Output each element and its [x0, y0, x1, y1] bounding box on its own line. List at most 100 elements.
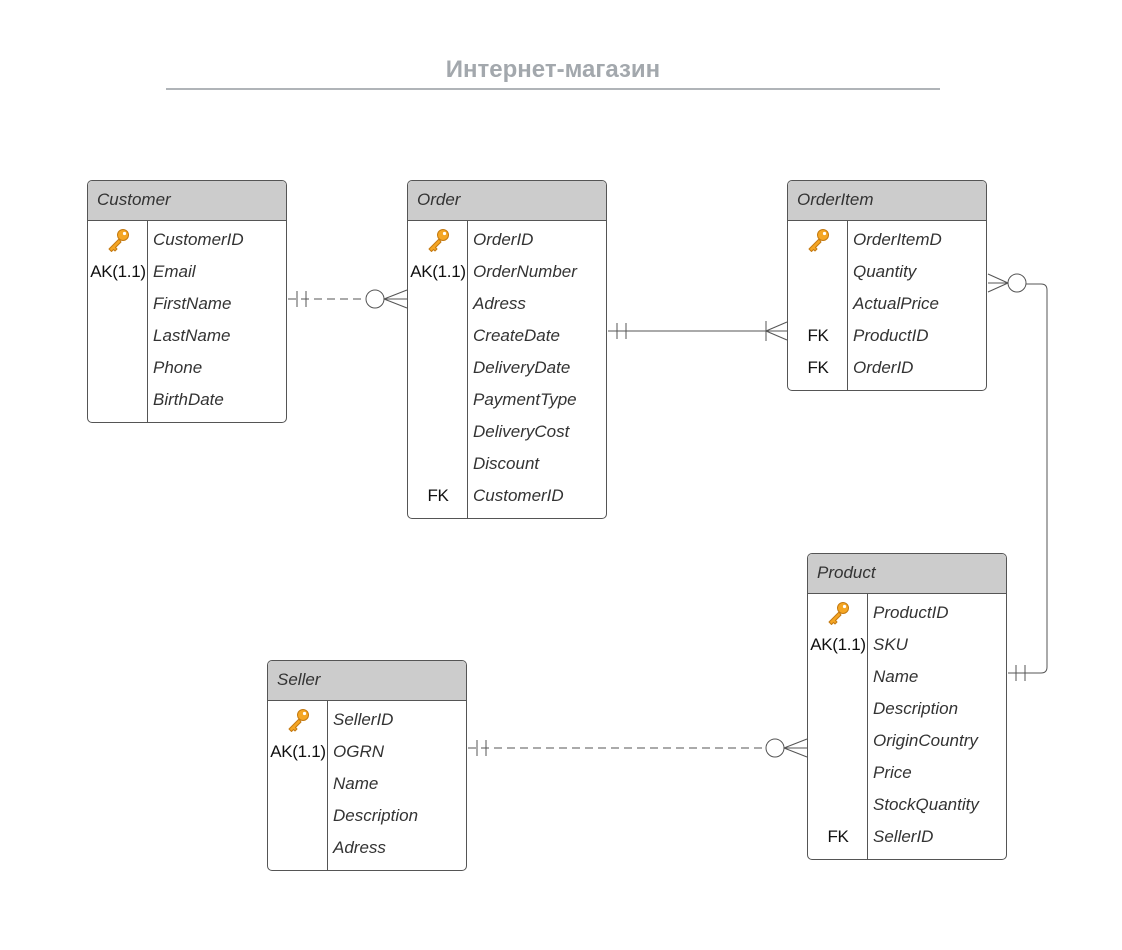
- field-name: StockQuantity: [873, 795, 979, 814]
- field-row[interactable]: AK(1.1) OGRN: [268, 736, 466, 768]
- field-name: FirstName: [153, 294, 232, 313]
- field-name: CustomerID: [473, 486, 564, 505]
- foreign-key-label: FK: [807, 326, 829, 345]
- field-name: PaymentType: [473, 390, 577, 409]
- field-name: OriginCountry: [873, 731, 978, 750]
- rel-customer-order: [288, 289, 408, 309]
- field-row[interactable]: StockQuantity: [808, 789, 1006, 821]
- entity-header: Order: [408, 181, 606, 221]
- field-name: SellerID: [333, 710, 394, 729]
- field-row[interactable]: PaymentType: [408, 384, 606, 416]
- entity-header: OrderItem: [788, 181, 986, 221]
- field-name: Adress: [333, 838, 386, 857]
- field-name: ProductID: [873, 603, 949, 622]
- field-name: OrderItemD: [853, 230, 942, 249]
- field-row[interactable]: OrderItemD: [788, 224, 986, 256]
- field-name: OrderNumber: [473, 262, 577, 281]
- alternate-key-label: AK(1.1): [410, 262, 466, 281]
- field-row[interactable]: DeliveryCost: [408, 416, 606, 448]
- field-name: OrderID: [473, 230, 534, 249]
- field-name: CreateDate: [473, 326, 560, 345]
- field-name: ProductID: [853, 326, 929, 345]
- field-name: Discount: [473, 454, 540, 473]
- field-row[interactable]: CustomerID: [88, 224, 286, 256]
- field-row[interactable]: FK ProductID: [788, 320, 986, 352]
- field-row[interactable]: AK(1.1) Email: [88, 256, 286, 288]
- foreign-key-label: FK: [807, 358, 829, 377]
- title-underline: [166, 88, 940, 90]
- field-row[interactable]: Discount: [408, 448, 606, 480]
- field-name: OGRN: [333, 742, 384, 761]
- primary-key-icon: [808, 600, 868, 626]
- field-name: Email: [153, 262, 196, 281]
- entity-header: Seller: [268, 661, 466, 701]
- primary-key-icon: [408, 227, 468, 253]
- field-row[interactable]: OriginCountry: [808, 725, 1006, 757]
- field-row[interactable]: Description: [808, 693, 1006, 725]
- field-name: Name: [333, 774, 379, 793]
- field-name: BirthDate: [153, 390, 224, 409]
- field-name: SKU: [873, 635, 908, 654]
- foreign-key-label: FK: [427, 486, 449, 505]
- field-name: OrderID: [853, 358, 914, 377]
- entity-header: Product: [808, 554, 1006, 594]
- field-row[interactable]: Price: [808, 757, 1006, 789]
- rel-product-orderitem: [987, 273, 1048, 681]
- field-row[interactable]: ProductID: [808, 597, 1006, 629]
- field-name: Description: [333, 806, 419, 825]
- field-row[interactable]: Name: [808, 661, 1006, 693]
- field-row[interactable]: OrderID: [408, 224, 606, 256]
- field-name: Adress: [473, 294, 526, 313]
- field-name: SellerID: [873, 827, 934, 846]
- field-name: Name: [873, 667, 919, 686]
- field-row[interactable]: BirthDate: [88, 384, 286, 416]
- alternate-key-label: AK(1.1): [810, 635, 866, 654]
- field-row[interactable]: FirstName: [88, 288, 286, 320]
- alternate-key-label: AK(1.1): [270, 742, 326, 761]
- field-name: Phone: [153, 358, 203, 377]
- field-row[interactable]: SellerID: [268, 704, 466, 736]
- field-name: Quantity: [853, 262, 917, 281]
- field-row[interactable]: Description: [268, 800, 466, 832]
- field-row[interactable]: Quantity: [788, 256, 986, 288]
- field-name: DeliveryDate: [473, 358, 571, 377]
- field-row[interactable]: Name: [268, 768, 466, 800]
- field-name: DeliveryCost: [473, 422, 570, 441]
- field-row[interactable]: DeliveryDate: [408, 352, 606, 384]
- field-row[interactable]: ActualPrice: [788, 288, 986, 320]
- primary-key-icon: [268, 707, 328, 733]
- field-name: Description: [873, 699, 959, 718]
- field-row[interactable]: FK OrderID: [788, 352, 986, 384]
- primary-key-icon: [788, 227, 848, 253]
- primary-key-icon: [88, 227, 148, 253]
- entity-header: Customer: [88, 181, 286, 221]
- diagram-title: Интернет-магазин: [445, 56, 661, 83]
- rel-order-orderitem: [608, 321, 788, 341]
- field-row[interactable]: FK CustomerID: [408, 480, 606, 512]
- field-name: CustomerID: [153, 230, 244, 249]
- alternate-key-label: AK(1.1): [90, 262, 146, 281]
- field-row[interactable]: AK(1.1) SKU: [808, 629, 1006, 661]
- field-name: Price: [873, 763, 912, 782]
- field-row[interactable]: Adress: [408, 288, 606, 320]
- field-row[interactable]: Phone: [88, 352, 286, 384]
- field-name: LastName: [153, 326, 231, 345]
- rel-seller-product: [468, 738, 808, 758]
- field-row[interactable]: Adress: [268, 832, 466, 864]
- field-name: ActualPrice: [853, 294, 939, 313]
- field-row[interactable]: CreateDate: [408, 320, 606, 352]
- field-row[interactable]: AK(1.1) OrderNumber: [408, 256, 606, 288]
- field-row[interactable]: LastName: [88, 320, 286, 352]
